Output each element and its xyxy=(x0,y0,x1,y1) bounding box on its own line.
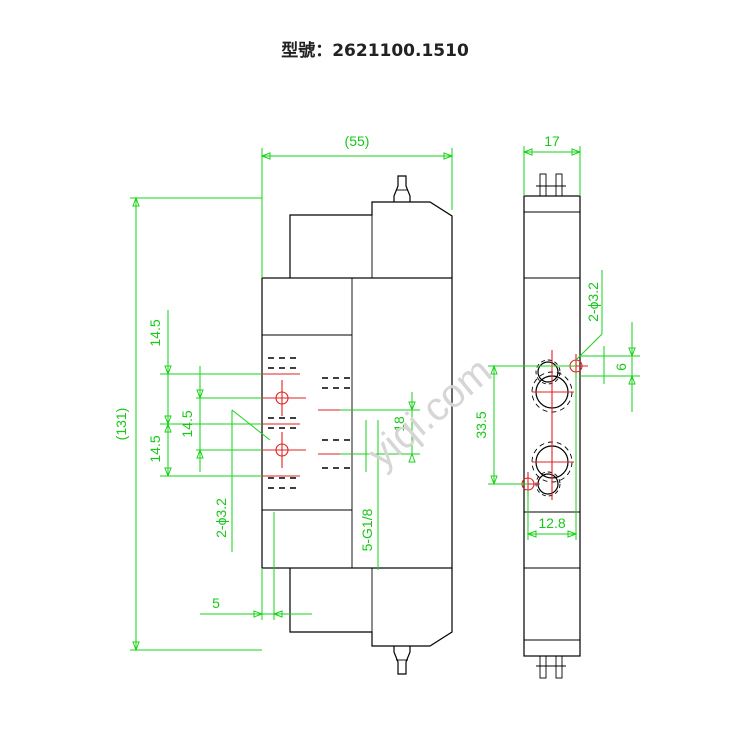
dim-side-width-label: 12.8 xyxy=(538,515,565,531)
dim-offset-left-label: 5 xyxy=(212,595,220,611)
top-coil xyxy=(289,175,453,278)
dim-pitch-top-label: 14.5 xyxy=(147,319,163,346)
dim-width-side-label: 17 xyxy=(544,133,560,149)
dim-side-width: 12.8 xyxy=(526,372,578,540)
front-view: (55) (131) 14.5 14.5 14.5 xyxy=(113,133,454,675)
dim-port-spacing: 18 xyxy=(340,392,420,463)
dim-hole-front: 2-ϕ3.2 xyxy=(213,409,271,552)
dim-pitch-mid-label: 14.5 xyxy=(179,410,195,437)
model-title: 型號：2621100.1510 xyxy=(281,41,469,61)
dim-port-spacing-label: 18 xyxy=(391,416,407,432)
dim-hole-side-label: 2-ϕ3.2 xyxy=(585,282,601,322)
bottom-coil xyxy=(289,568,453,675)
dim-side-offset-label: 6 xyxy=(613,363,629,371)
dim-port-thread-label: 5-G1/8 xyxy=(359,508,375,551)
dim-height-total-label: (131) xyxy=(113,408,129,441)
side-view: 17 2-ϕ3.2 6 33.5 xyxy=(473,133,640,679)
dim-width-front-label: (55) xyxy=(345,133,370,149)
valve-body xyxy=(261,277,453,569)
dim-hole-front-label: 2-ϕ3.2 xyxy=(213,498,229,538)
dim-offset-left: 5 xyxy=(200,512,312,620)
dim-height-total: (131) xyxy=(113,196,262,652)
dim-pitch-mid: 14.5 xyxy=(179,366,262,472)
dim-port-thread: 5-G1/8 xyxy=(359,420,379,570)
dim-width-side: 17 xyxy=(522,133,582,196)
dim-pitch-bottom-label: 14.5 xyxy=(147,435,163,462)
dim-hole-side: 2-ϕ3.2 xyxy=(575,270,603,361)
dim-side-offset: 6 xyxy=(580,322,640,412)
dim-side-height: 33.5 xyxy=(473,364,576,486)
dim-side-height-label: 33.5 xyxy=(473,411,489,438)
dim-width-front: (55) xyxy=(260,133,454,278)
dim-pitch-left: 14.5 14.5 xyxy=(147,310,262,478)
